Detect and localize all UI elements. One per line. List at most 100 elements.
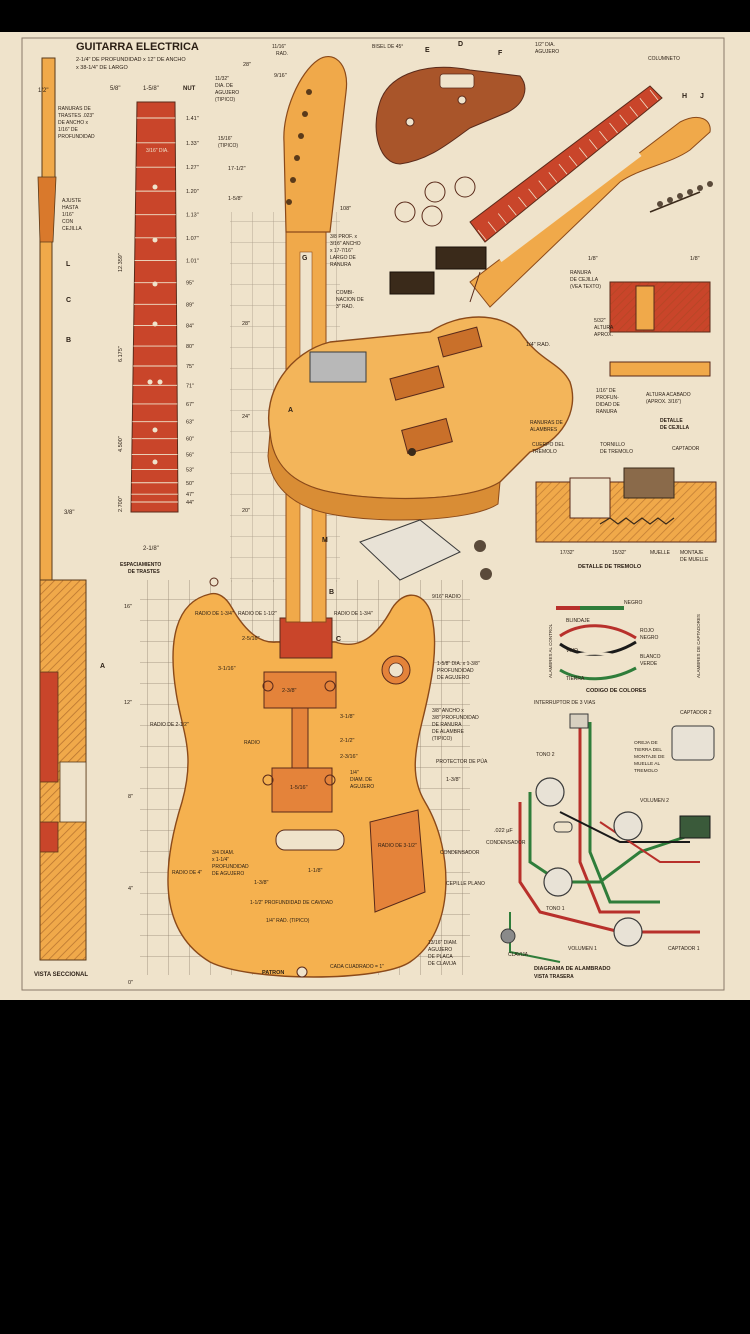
- exploded-fret-line: [609, 122, 618, 134]
- bp-part-b: B: [329, 589, 334, 596]
- y-axis-8: 8": [128, 794, 133, 800]
- color-code-legend: BLINDAJE NEGRO ROJO NEGRO VIVO TIERRA BL…: [548, 600, 701, 694]
- fb-dim-c: 2.700": [118, 496, 124, 512]
- nut-detail: 1/8" 1/8" RANURA DE CEJILLA (VEA TEXTO) …: [570, 256, 711, 431]
- pg-hole-dia-1: 1/2" DIA.: [535, 42, 555, 48]
- adjust-note-4: CON: [62, 219, 74, 225]
- pg-part-h: H: [682, 93, 687, 100]
- adjust-note-5: CEJILLA: [62, 226, 82, 232]
- hs-dim-rad-2: RAD.: [276, 51, 288, 57]
- fret-value-label: 1.13": [186, 213, 199, 219]
- wiring-diagram: INTERRUPTOR DE 3 VIAS CAPTADOR 2 TONO 2 …: [486, 700, 715, 980]
- wiring-clavija: CLAVIJA: [508, 952, 529, 958]
- truss-rod-2: NACION DE: [336, 297, 364, 303]
- fret-value-label: 1.07": [186, 236, 199, 242]
- wiring-caption: DIAGRAMA DE ALAMBRADO: [534, 966, 611, 972]
- truss-rod-1: COMBI-: [336, 290, 354, 296]
- nut-slot-2: DE CEJILLA: [570, 277, 599, 283]
- fret-value-label: 63": [186, 420, 194, 426]
- cc-right-side: ALAMBRES DE CAPTADORES: [696, 614, 701, 678]
- fret-value-label: 95": [186, 281, 194, 287]
- bp-dia-plug-1: 13/16" DIAM.: [428, 940, 458, 946]
- cc-blanco-verde-2: VERDE: [640, 661, 658, 667]
- hs-dim-1-5-8: 1-5/8": [228, 196, 243, 202]
- hs-dim-9-16: 9/16": [274, 73, 287, 79]
- fretboard-diagram: 5/8" 1-5/8" NUT 3/16" DIA. 12.359" 6.175…: [110, 86, 199, 575]
- fb-dia-label: 3/16" DIA.: [146, 148, 169, 154]
- fret-value-label: 1.01": [186, 258, 199, 264]
- bp-radio-4: RADIO DE 4": [172, 870, 202, 876]
- pg-part-j: J: [700, 93, 704, 100]
- wiring-ground-4: MUELLE AL: [634, 761, 660, 767]
- blueprint-image[interactable]: GUITARRA ELECTRICA 2-1/4" DE PROFUNDIDAD…: [0, 32, 750, 1000]
- trem-mount-2: DE MUELLE: [680, 557, 709, 563]
- fb-dim-a: 6.175": [118, 346, 124, 362]
- exploded-fret-line: [588, 139, 598, 150]
- neck-dim-3-8: 3/8": [64, 510, 74, 516]
- fret-value-label: 1.41": [186, 116, 199, 122]
- jack-label: COLUMNETO: [648, 56, 680, 62]
- blueprint-svg: GUITARRA ELECTRICA 2-1/4" DE PROFUNDIDAD…: [0, 32, 750, 1000]
- hs-tipico-2: (TIPICO): [218, 143, 238, 149]
- bp-depth-hole-2: x 1-1/4": [212, 857, 229, 863]
- fb-dim-b: 4.500": [118, 436, 124, 452]
- trem-body-1: CUERPO DEL: [532, 442, 565, 448]
- pattern-caption: PATRON: [262, 970, 284, 976]
- bp-radio-2-1-2: RADIO DE 2-1/2": [150, 722, 189, 728]
- bp-dim-3-1-8: 3-1/8": [340, 714, 355, 720]
- pg-bevel: BISEL DE 45°: [372, 44, 403, 50]
- hs-dim-rad-1: 11/16": [272, 44, 286, 50]
- fret-slot-note-2: TRASTES .023": [58, 113, 94, 119]
- hs-dia-hole-4: (TIPICO): [215, 97, 235, 103]
- nut-finish-2: (APROX. 3/16"): [646, 399, 681, 405]
- exploded-view: BISEL DE 45° 1/2" DIA. AGUJERO D E F: [267, 41, 713, 581]
- cc-rojo-negro-1: ROJO: [640, 628, 654, 634]
- fb-dim-top: 1-5/8": [143, 86, 159, 92]
- pg-hole-dia-2: AGUJERO: [535, 49, 559, 55]
- fret-marker-dot: [152, 281, 158, 287]
- bp-part-c: C: [336, 636, 341, 643]
- pg-part-f: F: [498, 50, 503, 57]
- bp-diam-1-4c: AGUJERO: [350, 784, 374, 790]
- bp-wire-slot-5: (TIPICO): [432, 736, 452, 742]
- body-pattern: RADIO DE 1-3/4" RADIO DE 1-1/2" RADIO DE…: [124, 212, 488, 986]
- cc-vivo: VIVO: [566, 648, 578, 654]
- fret-value-label: 71": [186, 383, 194, 389]
- neck-ref-l: L: [66, 261, 71, 268]
- y-axis-24: 24": [242, 414, 250, 420]
- neck-top-dim: 1/2": [38, 88, 48, 94]
- bp-dia-plug-3: DE PLACA: [428, 954, 453, 960]
- wiring-tono-1: TONO 1: [546, 906, 565, 912]
- fret-marker-dot: [152, 427, 158, 433]
- exploded-fret-line: [649, 89, 659, 101]
- bp-radio-1: RADIO DE 1-3/4": [195, 611, 234, 617]
- fret-value-label: 89": [186, 302, 194, 308]
- sheet-subtitle-2: x 38-1/4" DE LARGO: [76, 65, 128, 71]
- fret-value-labels: 1.41"1.33"1.27"1.20"1.13"1.07"1.01"95"89…: [186, 116, 199, 506]
- nut-dim-left: 1/8": [588, 256, 598, 262]
- bp-rad-9-16: 9/16" RADIO: [432, 594, 461, 600]
- bp-radio: RADIO: [244, 740, 260, 746]
- fret-slot-note-3: DE ANCHO x: [58, 120, 89, 126]
- top-black-bar: [0, 0, 750, 32]
- fret-value-label: 56": [186, 453, 194, 459]
- exploded-fret-line: [487, 221, 497, 233]
- nut-depth-2: PROFUN-: [596, 395, 619, 401]
- fret-spacing-caption-1: ESPACIAMIENTO: [120, 562, 161, 568]
- bp-dim-2-1-2: 2-1/2": [340, 738, 355, 744]
- hs-dia-hole-3: AGUJERO: [215, 90, 239, 96]
- wiring-volumen-2: VOLUMEN 2: [640, 798, 669, 804]
- bp-radio-3-1-2: RADIO DE 3-1/2": [378, 843, 417, 849]
- hs-dim-17: 17-1/2": [228, 166, 246, 172]
- nut-height-1: 5/32": [594, 318, 606, 324]
- bp-hole-1c: DE AGUJERO: [437, 675, 469, 681]
- bp-protector: PROTECTOR DE PÚA: [436, 758, 488, 765]
- exploded-fret-line: [528, 188, 537, 200]
- fret-value-label: 1.33": [186, 141, 199, 147]
- adjust-note-2: HASTA: [62, 205, 79, 211]
- nut-slot-3: (VEA TEXTO): [570, 284, 601, 290]
- nut-depth-1: 1/16" DE: [596, 388, 617, 394]
- y-axis-4: 4": [128, 886, 133, 892]
- exploded-fret-line: [538, 180, 548, 191]
